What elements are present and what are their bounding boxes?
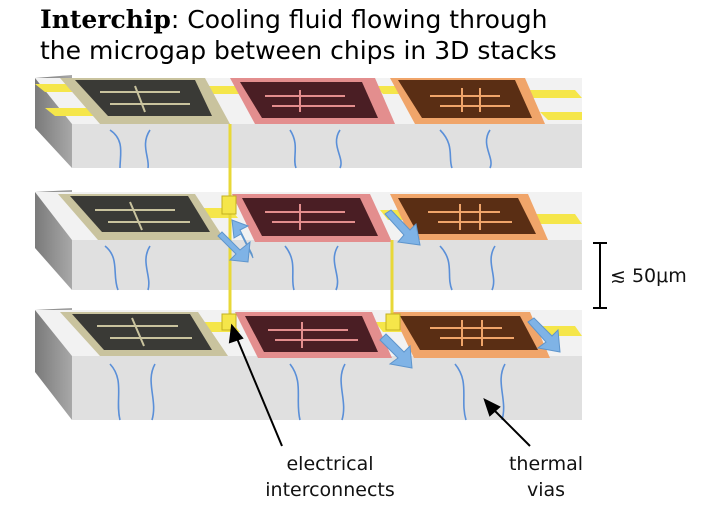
- flow-arrow: [384, 209, 421, 246]
- electrical-interconnects: [221, 124, 401, 331]
- figure-title: Interchip: Cooling fluid flowing through…: [40, 4, 700, 66]
- flow-arrow: [231, 219, 254, 259]
- cooling-flow-arrows: [217, 209, 561, 369]
- gap-label: ≲ 50μm: [610, 265, 687, 287]
- vias-label-line1: thermal: [509, 453, 583, 475]
- title-line2: the microgap between chips in 3D stacks: [40, 36, 557, 65]
- middle-layer: [35, 190, 582, 290]
- flow-arrow: [379, 333, 413, 369]
- callout-arrows: [228, 323, 531, 447]
- interconnects-label-line1: electrical: [286, 453, 373, 475]
- top-layer: [35, 75, 582, 168]
- flow-arrow: [527, 317, 561, 353]
- vias-label-line2: vias: [527, 479, 565, 501]
- gap-bracket: [593, 242, 607, 309]
- bottom-layer: [35, 308, 582, 420]
- flow-arrow: [217, 231, 251, 263]
- title-line1: : Cooling fluid flowing through: [170, 5, 548, 34]
- title-bold: Interchip: [40, 5, 171, 34]
- interconnects-label-line2: interconnects: [265, 479, 395, 501]
- thermal-vias: [104, 129, 506, 421]
